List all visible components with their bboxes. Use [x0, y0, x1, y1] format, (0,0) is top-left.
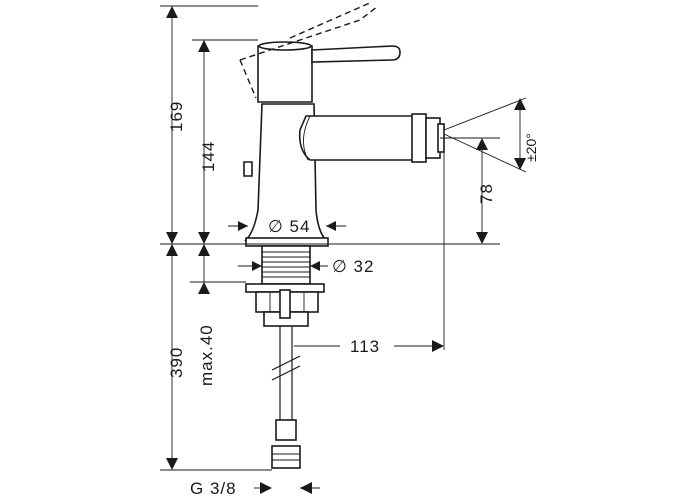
label-78: 78	[477, 183, 496, 204]
dim-hose-length: 390	[166, 244, 186, 470]
reference-lines	[160, 5, 500, 471]
dim-connection: G 3/8	[190, 479, 320, 498]
dim-overall-height: 169	[166, 6, 186, 244]
label-body-diameter: ∅ 54	[268, 217, 310, 236]
label-angle: ±20°	[523, 133, 539, 162]
label-169: 169	[167, 101, 186, 132]
dim-outlet-height: 78	[476, 138, 496, 244]
mounting-assembly	[245, 245, 325, 469]
label-max40: max.40	[197, 324, 216, 386]
label-144: 144	[199, 141, 218, 172]
dim-max-thickness: max.40	[197, 244, 216, 386]
faucet-body	[239, 1, 445, 247]
label-shank-diameter: ∅ 32	[332, 257, 374, 276]
dim-spout-height: 144	[198, 40, 218, 244]
label-390: 390	[167, 347, 186, 378]
label-113: 113	[350, 337, 380, 356]
dim-swivel-angle: ±20°	[443, 97, 539, 173]
dim-projection: 113	[294, 337, 444, 356]
dim-shank-diameter: ∅ 32	[238, 257, 374, 276]
label-connection: G 3/8	[190, 479, 237, 498]
dim-body-diameter: ∅ 54	[228, 217, 346, 236]
